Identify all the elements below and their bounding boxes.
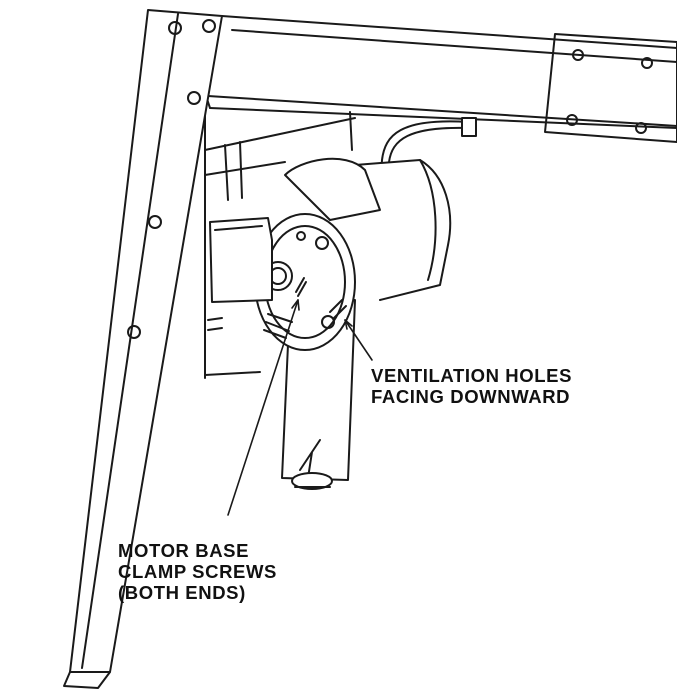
clamp-label-line-2: CLAMP SCREWS bbox=[118, 561, 277, 582]
rail-mounting-plate bbox=[544, 33, 677, 143]
clamp-label-line-3: (BOTH ENDS) bbox=[118, 582, 246, 603]
front-leg bbox=[63, 9, 223, 689]
motor-base-clamp-screws-label: MOTOR BASE CLAMP SCREWS (BOTH ENDS) bbox=[118, 540, 277, 603]
ventilation-label-line-1: VENTILATION HOLES bbox=[371, 365, 573, 386]
clamp-label-line-1: MOTOR BASE bbox=[118, 540, 250, 561]
ventilation-label-line-2: FACING DOWNWARD bbox=[371, 386, 571, 407]
motor bbox=[209, 117, 477, 490]
cabinet-side-panel bbox=[204, 107, 356, 379]
leader-lines bbox=[227, 299, 373, 516]
ventilation-holes-label: VENTILATION HOLES FACING DOWNWARD bbox=[371, 365, 572, 407]
top-frame-rail bbox=[205, 15, 677, 129]
